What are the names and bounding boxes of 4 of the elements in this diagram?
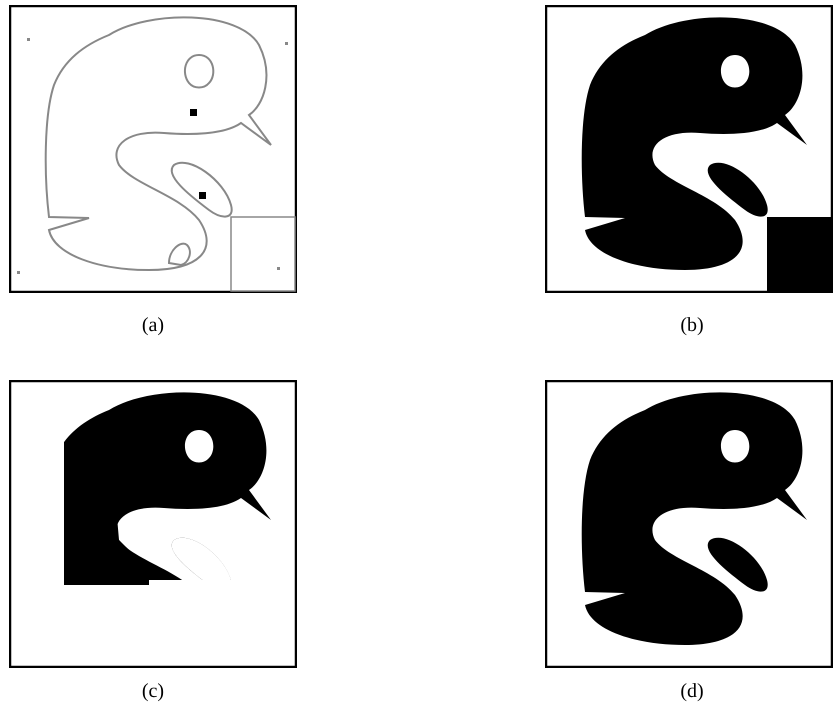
panel-label: (a) [140, 314, 166, 337]
panel-label: (b) [679, 314, 705, 337]
panel-label: (d) [679, 680, 705, 703]
panel-label: (c) [140, 680, 166, 703]
